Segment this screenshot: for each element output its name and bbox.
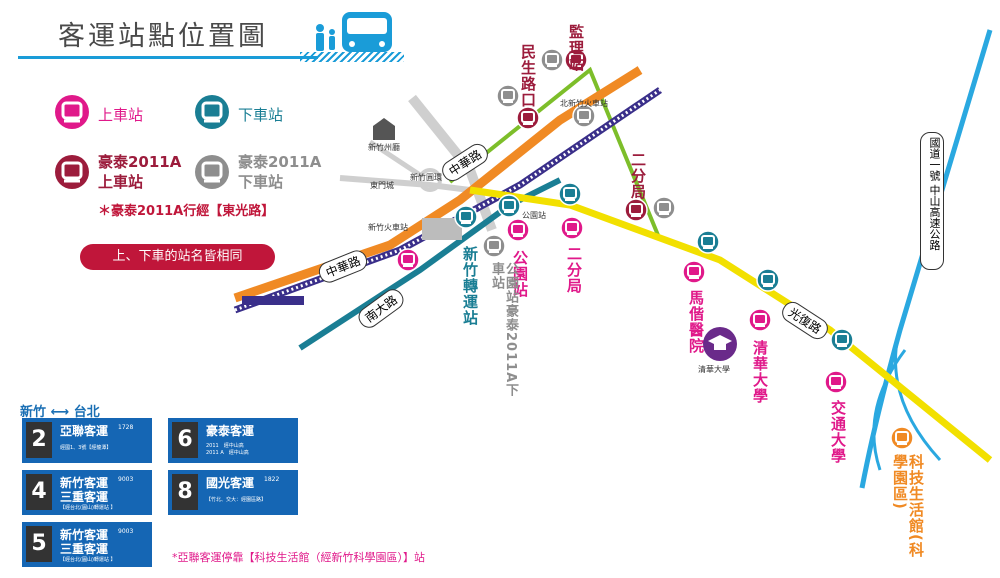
station-building-icon [422, 218, 462, 240]
title-hatch [300, 52, 404, 62]
blue-road-nanda [298, 177, 562, 351]
route-code: 9003 [118, 528, 134, 535]
route-code: 9003 [118, 476, 134, 483]
route-sub: 【經台北(圓山)轉運站 】 [60, 505, 116, 511]
landmark-roundabout: 新竹圓環 [410, 173, 442, 182]
route-card-8: 8 國光客運 1822 【竹北、交大：經園區路】 [168, 470, 298, 515]
haotai-alight-legend-icon [195, 155, 229, 189]
stop-tsinghua-board-icon [748, 308, 772, 332]
stop-station-board-icon [396, 248, 420, 272]
stop-transfer-icon [454, 205, 478, 229]
train-icon [242, 296, 304, 305]
route-card-6: 6 豪泰客運 2011 經中山高 2011 A 經中山高 [168, 418, 298, 463]
stop-mackay-board-icon [682, 260, 706, 284]
route-number: 2 [26, 422, 52, 458]
route-sub: 經國1、3號【經龍潭】 [60, 445, 112, 451]
legend-icons [55, 95, 229, 189]
route-company: 亞聯客運 [60, 424, 109, 438]
board-legend-icon [55, 95, 89, 129]
landmark-park: 公園站 [522, 211, 546, 220]
govt-building-icon [373, 118, 395, 140]
routes-header: 新竹 ⟷ 台北 [20, 405, 100, 420]
landmark-east-gate: 東門城 [370, 181, 394, 190]
route-number: 8 [172, 474, 198, 510]
route-company: 國光客運 [206, 476, 255, 490]
label-erfen-b: 二分局 [565, 246, 583, 294]
label-science: 科技生活館(科學園區) [891, 454, 925, 558]
haotai-board-legend-icon [55, 155, 89, 189]
footnote: *亞聯客運停靠【科技生活館（經新竹科學園區）】站 [172, 551, 425, 564]
stop-park-alight-icon [497, 194, 521, 218]
stop-nctu-alight-icon [830, 328, 854, 352]
stop-minsheng-gray-icon [496, 84, 520, 108]
stop-erfen-a-board-icon [624, 198, 648, 222]
label-mackay: 馬偕醫院 [687, 290, 705, 354]
route-card-5: 5 新竹客運 三重客運 9003 【經台北(圓山)轉運站 】 [22, 522, 152, 567]
label-park-stop: 公園站 [511, 250, 529, 298]
label-erfen-a: 二分局 [629, 152, 647, 200]
road-label-freeway: 國道一號 中山高速公路 [920, 132, 944, 270]
stop-erfen-b-alight-icon [558, 182, 582, 206]
stop-nctu-board-icon [824, 370, 848, 394]
route-code: 1728 [118, 424, 134, 431]
label-nctu: 交通大學 [829, 400, 847, 464]
stop-science-icon [890, 426, 914, 450]
label-minsheng: 民生路口 [519, 44, 537, 108]
landmark-hsinchu-station: 新竹火車站 [368, 223, 408, 232]
legend-pill: 上、下車的站名皆相同 [80, 244, 275, 270]
route-card-2: 2 亞聯客運 1728 經國1、3號【經龍潭】 [22, 418, 152, 463]
legend-note: ＊豪泰2011A行經【東光路】 [98, 204, 275, 219]
route-company: 新竹客運 三重客運 [60, 528, 109, 556]
route-number: 6 [172, 422, 198, 458]
graduation-cap-icon [703, 327, 737, 361]
route-company: 豪泰客運 [206, 424, 255, 438]
green-road [448, 66, 662, 241]
legend-haotai-board-label: 豪泰2011A 上車站 [98, 153, 182, 191]
label-tsinghua: 清華大學 [751, 340, 769, 404]
legend-board-label: 上車站 [98, 106, 144, 124]
yellow-road-guangfu [469, 186, 993, 463]
route-card-4: 4 新竹客運 三重客運 9003 【經台北(圓山)轉運站 】 [22, 470, 152, 515]
route-sub: 2011 經中山高 2011 A 經中山高 [206, 443, 249, 456]
route-number: 5 [26, 526, 52, 562]
route-company: 新竹客運 三重客運 [60, 476, 109, 504]
page-title: 客運站點位置圖 [58, 21, 268, 52]
stop-mackay-alight-icon [696, 230, 720, 254]
landmark-north-station: 北新竹火車站 [560, 99, 608, 108]
route-sub: 【經台北(圓山)轉運站 】 [60, 557, 116, 563]
title-underline [18, 56, 318, 59]
stop-jianli-icon [564, 48, 588, 72]
label-jianli: 監理站 [567, 24, 585, 72]
label-transfer: 新竹轉運站 [461, 246, 479, 326]
stop-jianli-gray-icon [540, 48, 564, 72]
stop-haotai-alight-icon [482, 234, 506, 258]
route-code: 1822 [264, 476, 280, 483]
roundabout-icon [418, 168, 442, 192]
bus-people-icon [316, 12, 392, 52]
stop-park-board-icon [506, 218, 530, 242]
route-sub: 【竹北、交大：經園區路】 [206, 497, 267, 503]
stop-north-gray-icon [572, 104, 596, 128]
route-number: 4 [26, 474, 52, 510]
stop-markers [396, 48, 914, 450]
stop-minsheng-icon [516, 106, 540, 130]
alight-legend-icon [195, 95, 229, 129]
label-haotai-alight: 公園站豪泰2011A下車站 [489, 262, 518, 398]
legend-alight-label: 下車站 [238, 106, 284, 124]
stop-tsinghua-alight-icon [756, 268, 780, 292]
stop-erfen-a-gray-icon [652, 196, 676, 220]
landmark-govt: 新竹州廳 [368, 143, 400, 152]
legend-haotai-alight-label: 豪泰2011A 下車站 [238, 153, 322, 191]
landmark-tsinghua: 清華大學 [698, 365, 730, 374]
stop-erfen-b-board-icon [560, 216, 584, 240]
